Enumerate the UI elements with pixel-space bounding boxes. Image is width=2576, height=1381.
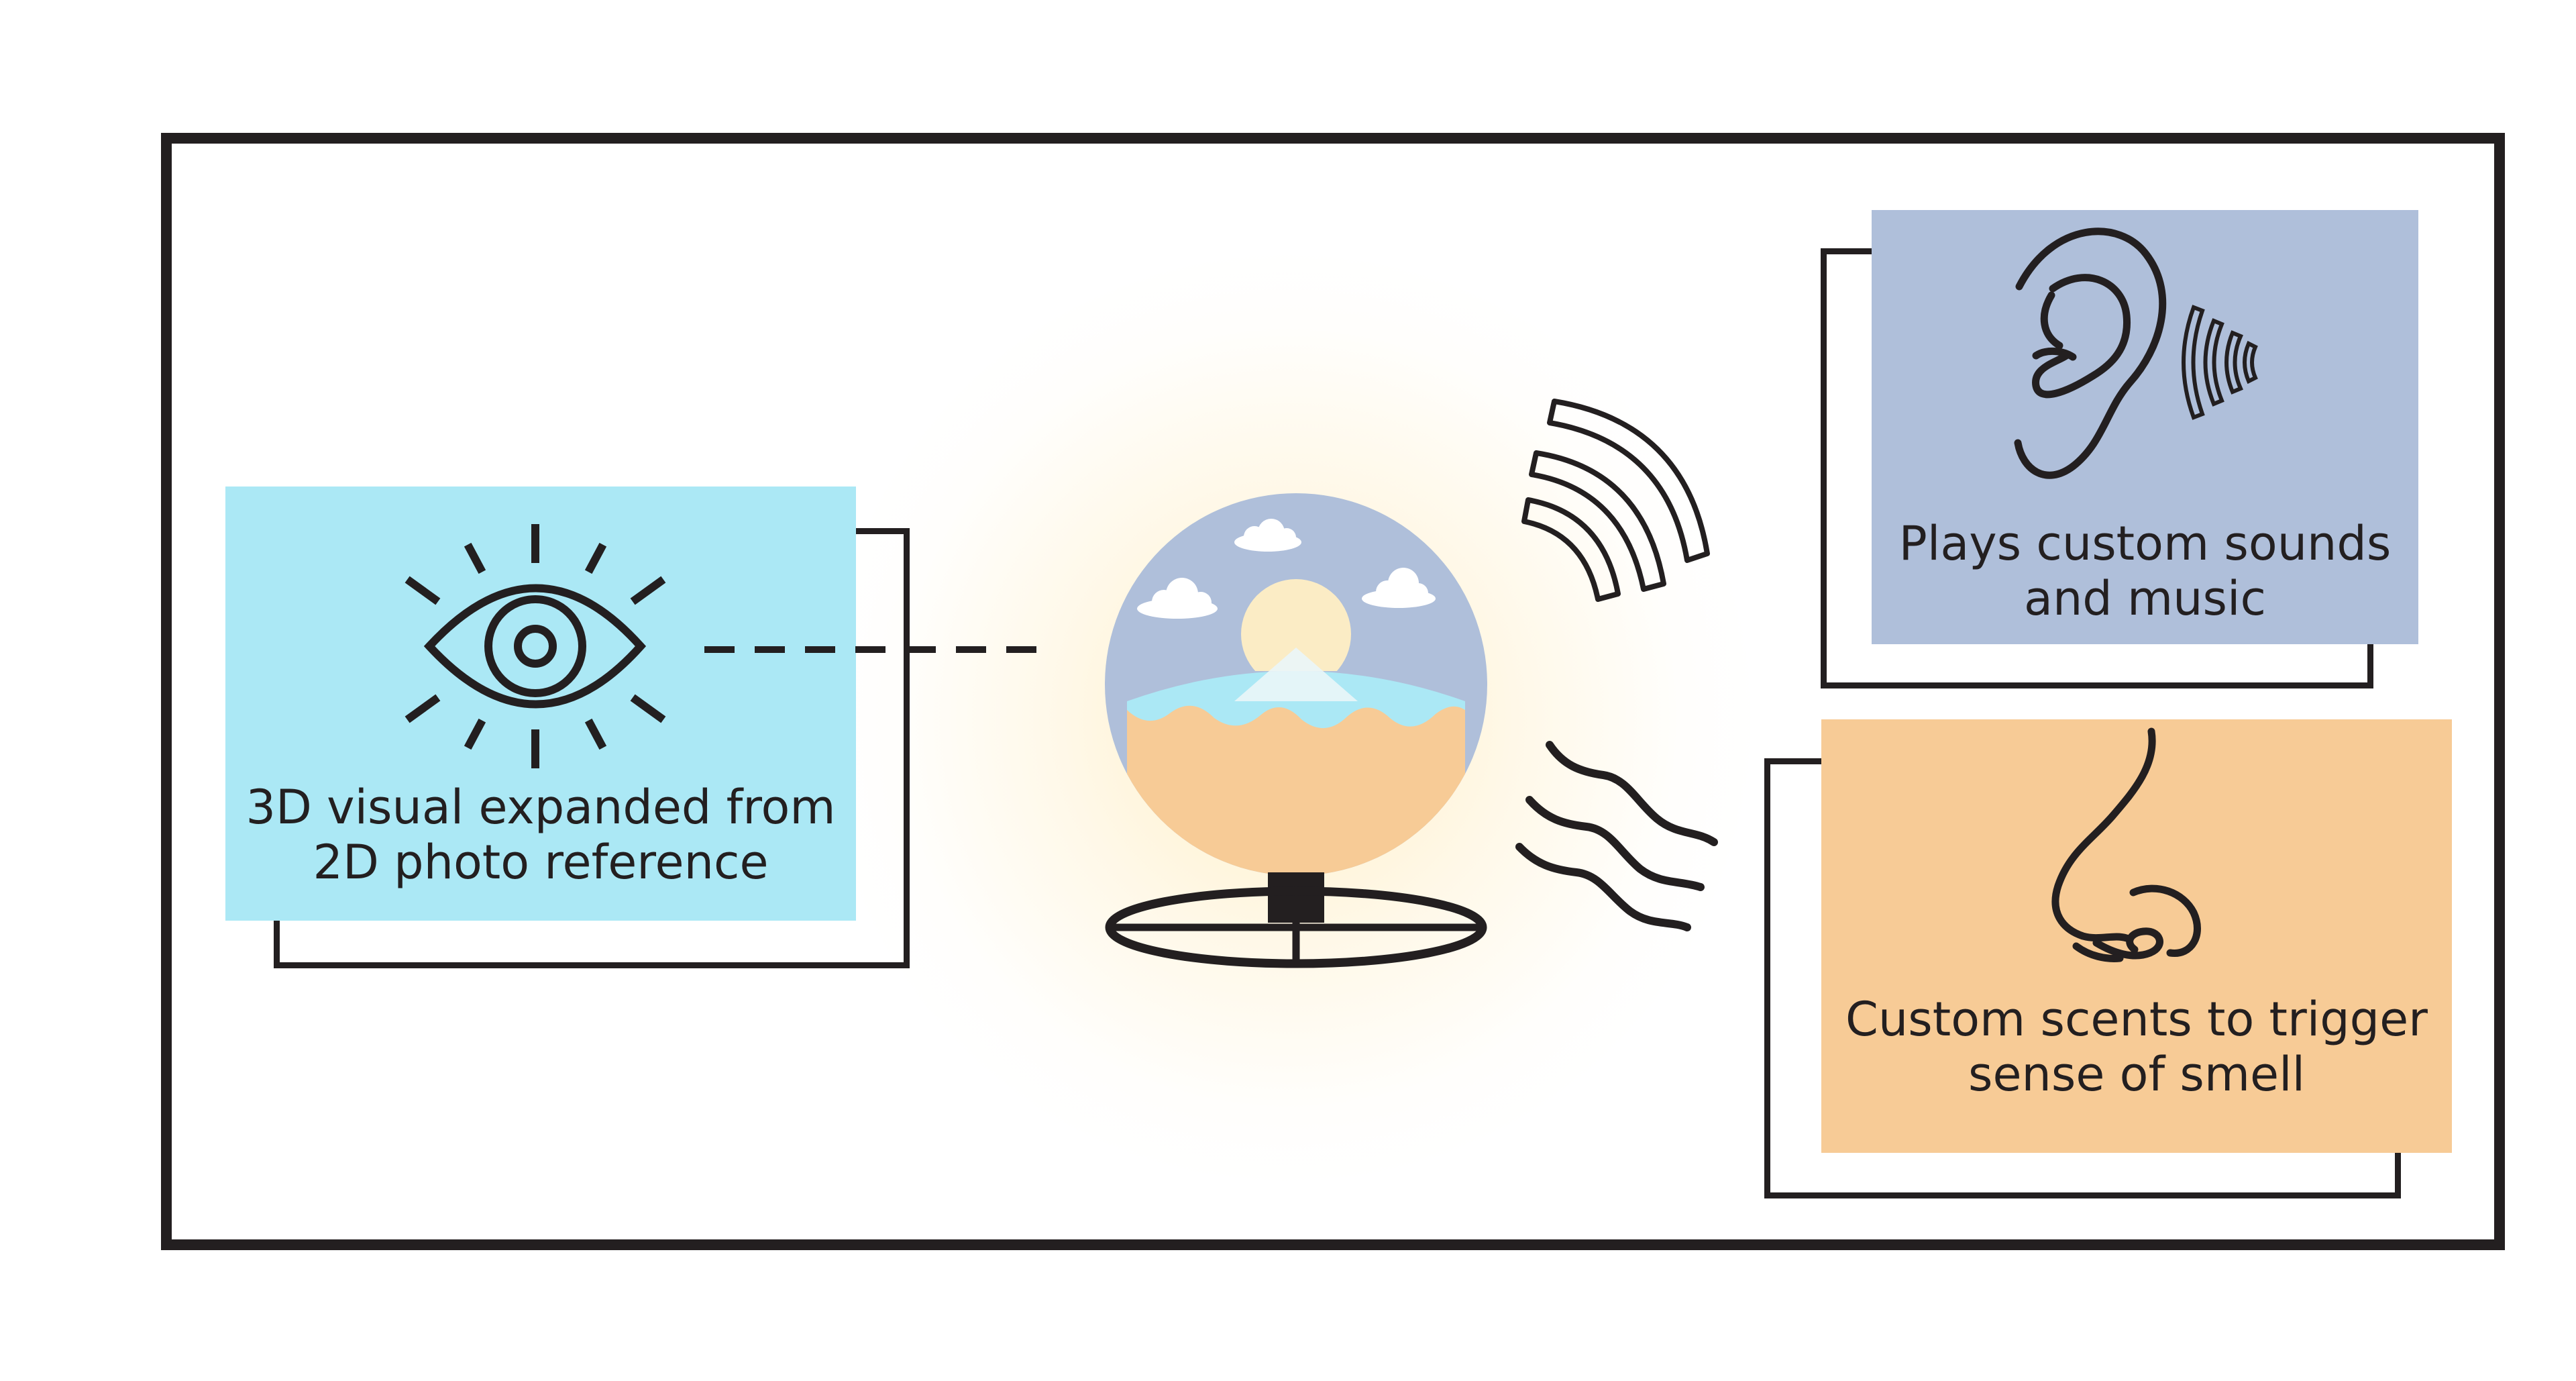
smell-caption: Custom scents to trigger sense of smell [1845,992,2428,1102]
visual-caption: 3D visual expanded from 2D photo referen… [246,780,836,890]
sound-panel [1872,210,2418,644]
globe-display [1105,493,1487,968]
sound-waves-small-icon [2182,305,2258,420]
eye-icon [405,524,666,768]
diagram-frame [161,133,2505,1250]
scent-waves-icon [1515,741,1718,931]
sound-waves-icon [1521,399,1710,602]
nose-icon [2051,727,2201,962]
sound-caption: Plays custom sounds and music [1898,516,2392,626]
ear-icon [2014,227,2167,479]
